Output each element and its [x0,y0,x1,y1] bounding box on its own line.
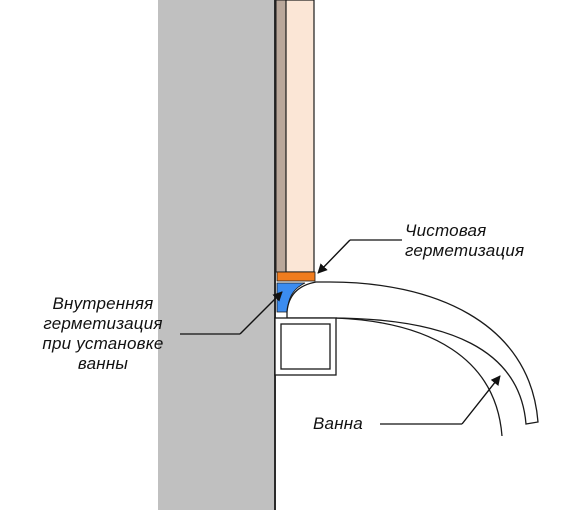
tile-backing [275,0,287,273]
label-finish-line2: герметизация [405,241,525,260]
tile [285,0,315,273]
label-bath: Ванна [313,414,363,434]
arrow-bath [461,375,501,425]
arrow-inner-sealing [239,291,283,335]
finish-sealant [276,271,316,282]
label-inner-sealing: Внутренняя герметизация при установке ва… [28,294,178,374]
label-inner-line2: герметизация [43,314,163,333]
wall [158,0,275,510]
label-finish-sealing: Чистовая герметизация [405,221,524,261]
label-inner-line4: ванны [77,354,129,373]
label-inner-line3: при установке [42,334,164,353]
bath-wall [335,317,503,437]
bath-rim [286,281,539,425]
label-bath-text: Ванна [313,414,363,433]
arrow-finish-sealing [317,239,351,274]
support-frame-inner [280,323,331,370]
label-inner-line1: Внутренняя [52,294,154,313]
label-finish-line1: Чистовая [405,221,487,240]
